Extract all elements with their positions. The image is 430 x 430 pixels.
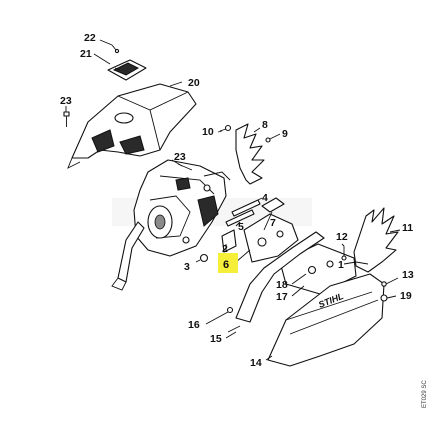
highlight-box <box>218 253 238 273</box>
label-5: 5 <box>238 221 244 233</box>
label-3: 3 <box>184 261 190 273</box>
label-19: 19 <box>400 290 412 302</box>
callout-labels: 22 21 20 23 23 10 8 9 4 5 2 3 6 7 11 12 … <box>60 32 414 369</box>
stud-5 <box>225 209 255 227</box>
screw-22 <box>111 44 120 54</box>
label-7: 7 <box>270 217 276 229</box>
label-23-top: 23 <box>60 95 72 107</box>
label-22: 22 <box>84 32 96 44</box>
washer-plate-2 <box>221 229 237 253</box>
leader-lines <box>65 39 401 361</box>
label-1: 1 <box>338 259 344 271</box>
screw-9 <box>265 133 281 143</box>
engine-housing <box>133 159 231 257</box>
plate-7 <box>261 197 285 213</box>
screw-13 <box>381 281 387 287</box>
label-17: 17 <box>276 291 288 303</box>
side-plate-6 <box>243 213 299 263</box>
decal-plate <box>107 59 147 81</box>
label-10: 10 <box>202 126 214 138</box>
label-15: 15 <box>210 333 222 345</box>
stud-4 <box>231 199 261 217</box>
bumper-spike-upper <box>235 123 265 185</box>
figure-code: ET029 SC <box>422 380 428 408</box>
label-14: 14 <box>250 357 262 369</box>
label-13: 13 <box>402 269 414 281</box>
handle-frame <box>111 221 145 291</box>
label-8: 8 <box>262 119 268 131</box>
label-23-mid: 23 <box>174 151 186 163</box>
label-2: 2 <box>222 243 228 255</box>
label-21: 21 <box>80 48 92 60</box>
label-18: 18 <box>276 279 288 291</box>
brake-lever-17 <box>235 231 325 323</box>
label-16: 16 <box>188 319 200 331</box>
nut-19 <box>380 294 388 302</box>
label-9: 9 <box>282 128 288 140</box>
guide-plate-18 <box>279 243 357 295</box>
label-4: 4 <box>262 192 268 204</box>
screw-15 <box>227 325 241 333</box>
label-6: 6 <box>223 259 229 271</box>
screw-12 <box>341 246 347 261</box>
nut-3 <box>199 253 209 263</box>
screw-10 <box>219 124 232 132</box>
label-12: 12 <box>336 231 348 243</box>
bumper-spike-right <box>353 207 399 273</box>
sprocket-cover-14: STIHL <box>267 273 385 367</box>
screw-16 <box>226 306 234 314</box>
screw-23-top <box>63 111 70 127</box>
screw-1 <box>355 261 369 265</box>
label-20: 20 <box>188 77 200 89</box>
shroud-cover <box>67 83 197 169</box>
label-11: 11 <box>402 222 413 234</box>
